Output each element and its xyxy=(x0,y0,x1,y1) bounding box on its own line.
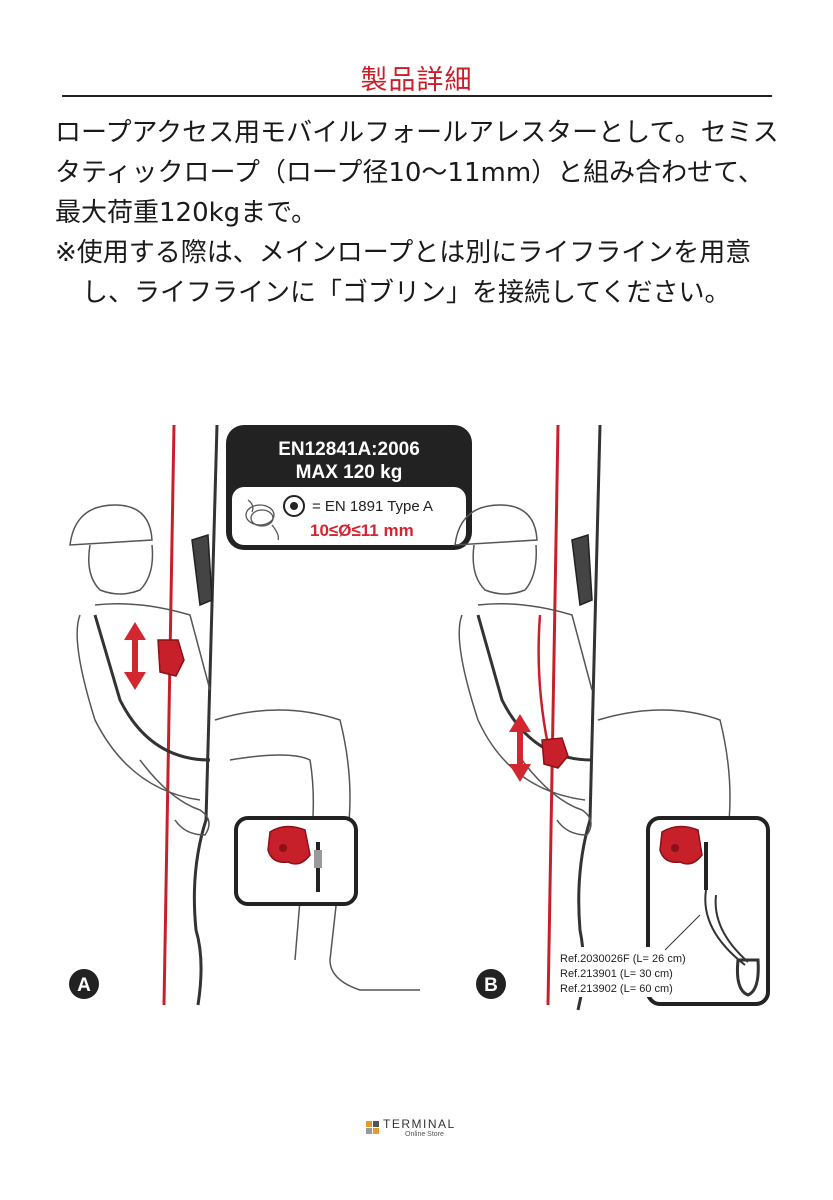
main-rope-b xyxy=(546,424,560,1006)
arm-a xyxy=(139,759,210,836)
torso-a xyxy=(76,614,201,801)
arm-b xyxy=(521,759,592,836)
leg-a xyxy=(214,709,420,991)
lanyard-b xyxy=(537,614,550,746)
adjust-arrow-a xyxy=(124,622,146,690)
title-divider xyxy=(62,95,772,97)
head-a xyxy=(88,544,154,595)
product-description: ロープアクセス用モバイルフォールアレスターとして。セミスタティックロープ（ロープ… xyxy=(55,113,785,313)
adjust-arrow-b xyxy=(509,714,531,782)
label-a-badge: A xyxy=(69,969,99,999)
diameter-range: 10≤Ø≤11 mm xyxy=(310,521,414,540)
lifeline-b xyxy=(576,424,602,1011)
standard-line2: MAX 120 kg xyxy=(296,462,403,483)
head-b xyxy=(472,544,538,595)
rope-section-icon xyxy=(283,495,305,517)
reference-list: Ref.2030026F (L= 26 cm) Ref.213901 (L= 3… xyxy=(556,947,686,997)
usage-illustration: EN12841A:2006 MAX 120 kg = EN 1891 Type … xyxy=(69,424,770,1011)
ref-item: Ref.213902 (L= 60 cm) xyxy=(560,983,673,995)
panel-b xyxy=(454,424,731,1011)
brand-subtitle: Online Store xyxy=(405,1131,444,1138)
main-rope-a xyxy=(162,424,176,1006)
device-b xyxy=(541,737,569,769)
device-inset-b xyxy=(646,816,770,1006)
brand-name: TERMINAL xyxy=(383,1117,456,1131)
description-paragraph: ロープアクセス用モバイルフォールアレスターとして。セミスタティックロープ（ロープ… xyxy=(55,118,779,228)
ref-item: Ref.2030026F (L= 26 cm) xyxy=(560,953,686,965)
ref-item: Ref.213901 (L= 30 cm) xyxy=(560,968,673,980)
standards-badge: EN12841A:2006 MAX 120 kg = EN 1891 Type … xyxy=(226,425,472,550)
panel-a xyxy=(69,424,420,1006)
rope-coil-icon xyxy=(245,499,280,541)
section-title: 製品詳細 xyxy=(360,65,473,96)
helmet-b xyxy=(454,504,538,546)
usage-note: ※使用する際は、メインロープとは別にライフラインを用意し、ライフラインに「ゴブリ… xyxy=(55,238,752,308)
standard-line1: EN12841A:2006 xyxy=(278,439,420,460)
device-inset-a xyxy=(234,816,358,906)
label-a: A xyxy=(77,975,91,996)
torso-b xyxy=(458,614,586,801)
device-a xyxy=(157,639,185,677)
label-b: B xyxy=(484,975,498,996)
rope-standard: = EN 1891 Type A xyxy=(312,498,433,515)
label-b-badge: B xyxy=(476,969,506,999)
helmet-a xyxy=(69,504,153,546)
brand-logo-icon xyxy=(366,1120,380,1134)
lifeline-a xyxy=(192,424,219,1006)
